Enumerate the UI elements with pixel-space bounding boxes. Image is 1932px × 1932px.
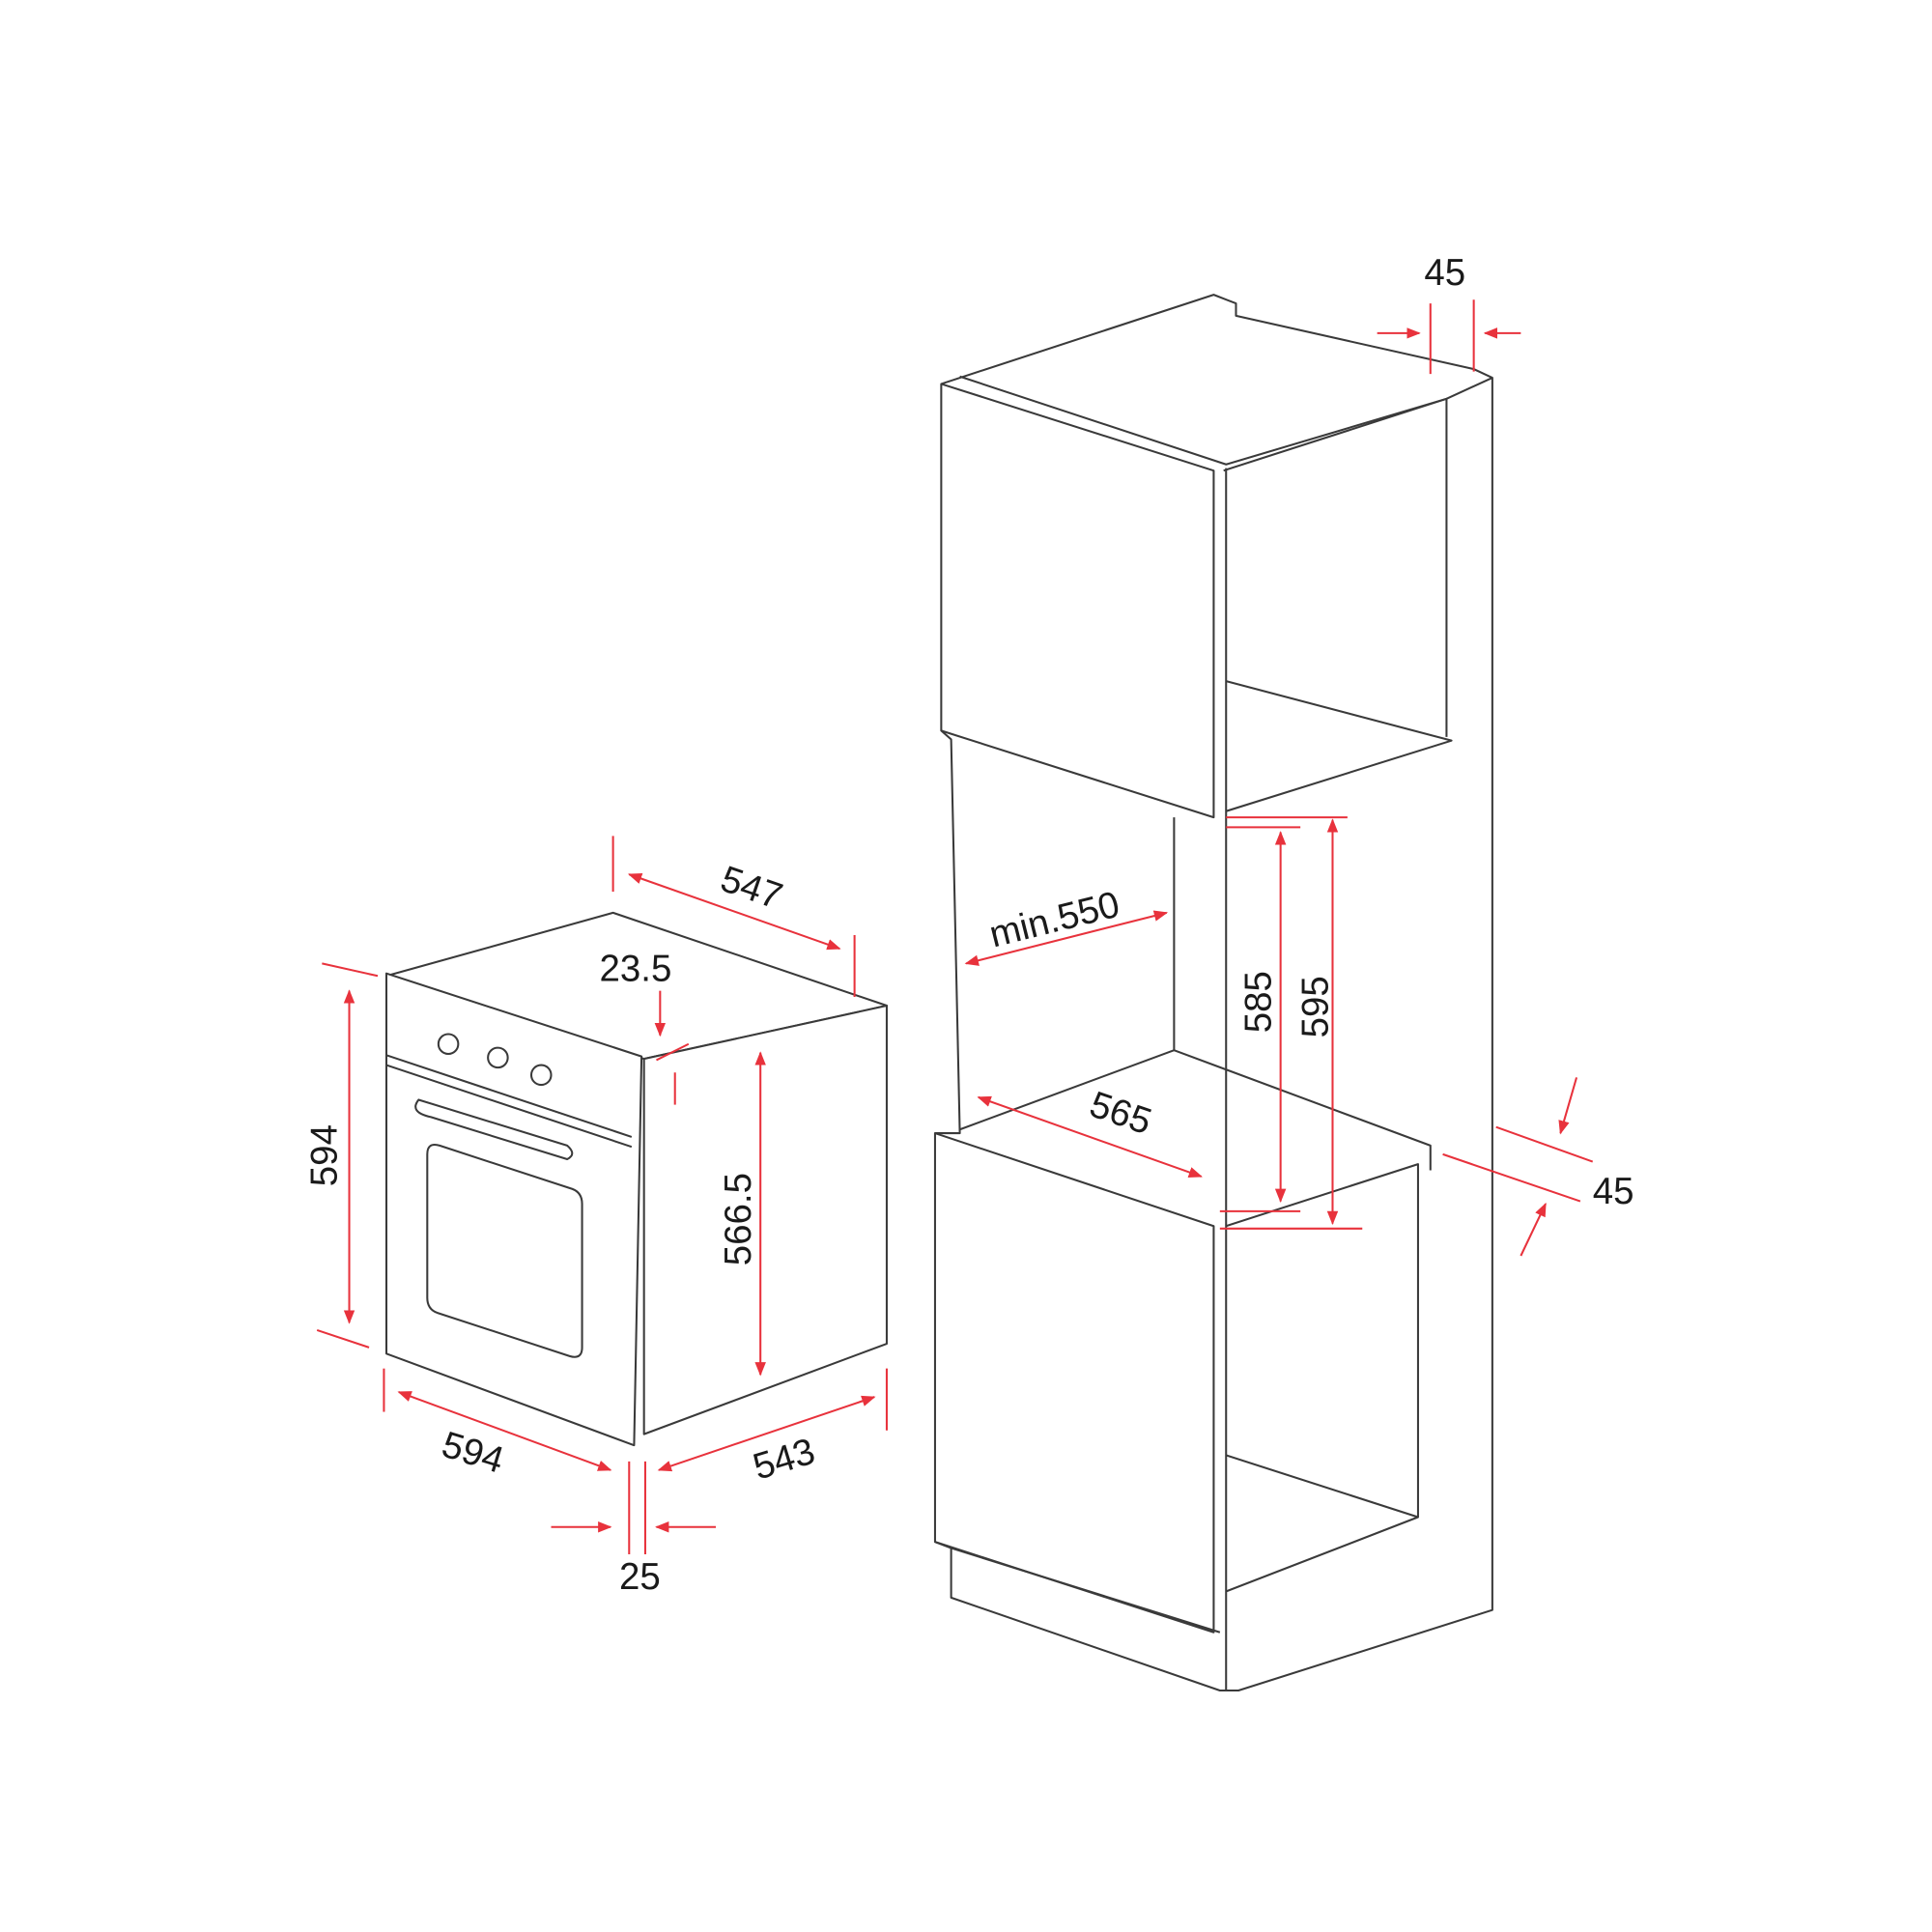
oven-front-panel [384,972,643,1447]
side-thickness-label: 45 [1424,252,1465,294]
niche-height-min-label: 585 [1237,971,1279,1033]
oven-body-depth-label: 543 [749,1431,820,1489]
back-gap-label: 45 [1593,1171,1634,1212]
oven-handle [414,1098,574,1161]
oven-body-height-label: 566.5 [718,1173,759,1265]
knob-icon [487,1046,509,1069]
oven-window [426,1143,583,1358]
panel-recess-label: 23.5 [600,948,672,989]
oven-height-label: 594 [304,1124,346,1186]
oven-width-label: 594 [437,1424,508,1482]
oven-drawing [384,911,888,1447]
knob-icon [437,1033,460,1056]
panel-thickness-label: 25 [619,1556,661,1598]
knob-icon [529,1064,553,1087]
niche-height-max-label: 595 [1294,976,1336,1037]
cabinet-drawing [933,294,1493,1692]
oven-side [642,1005,888,1435]
